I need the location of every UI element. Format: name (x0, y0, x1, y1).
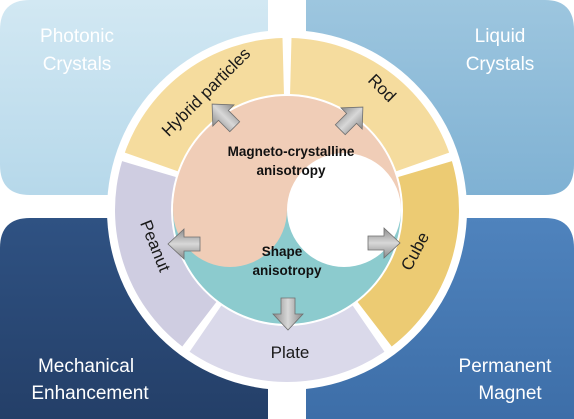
ring-segment-peanut (114, 161, 217, 347)
plate-label: Plate (271, 343, 310, 362)
liquid-crystals-label: Liquid (475, 26, 526, 47)
liquid-crystals-label-line2: Crystals (466, 54, 535, 75)
ring-segment-rod (290, 38, 450, 172)
arrow-to-hybrid-particles (211, 103, 241, 133)
magneto-crystalline-region (173, 96, 401, 267)
magneto-crystalline-label: Magneto-crystalline (228, 144, 355, 159)
arrow-to-rod (334, 106, 364, 136)
permanent-magnet-label: Permanent (459, 356, 553, 377)
permanent-magnet-label-line2: Magnet (478, 383, 542, 404)
mechanical-enhancement-label: Mechanical (38, 356, 134, 377)
shape-anisotropy-label-line2: anisotropy (252, 263, 322, 278)
ring-segment-hybrid-particles (124, 38, 284, 172)
shape-anisotropy-label: Shape (262, 244, 303, 259)
photonic-crystals-label-line2: Crystals (43, 54, 112, 75)
arrow-to-cube (367, 227, 401, 259)
photonic-crystals-label: Photonic (40, 26, 114, 47)
magneto-crystalline-label-line2: anisotropy (256, 163, 326, 178)
ring-segment-cube (357, 161, 459, 347)
arrow-to-peanut (167, 228, 201, 260)
mechanical-enhancement-label-line2: Enhancement (31, 383, 149, 404)
central-core (173, 96, 401, 324)
arrow-to-plate (272, 297, 304, 331)
ring-segment-plate (189, 305, 385, 382)
ring-segments (114, 38, 459, 382)
